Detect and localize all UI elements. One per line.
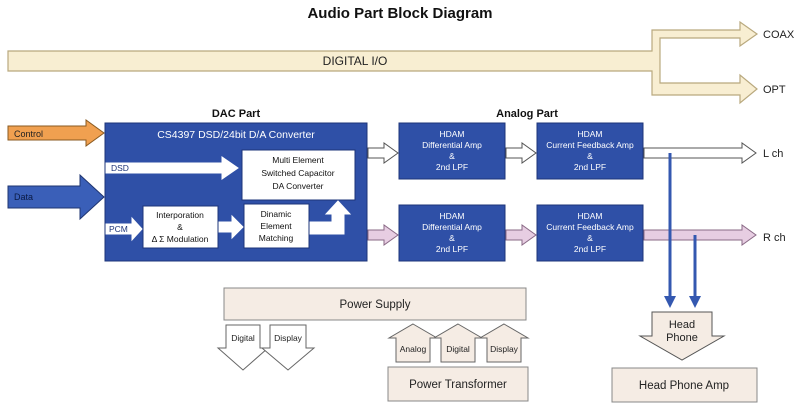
- power-supply-label: Power Supply: [340, 299, 411, 311]
- l-headphone-tap: [664, 153, 676, 308]
- r-feedback-amp-line-1: HDAM: [577, 211, 602, 221]
- r-ch-output-arrow: [643, 224, 757, 246]
- diagram-title: Audio Part Block Diagram: [307, 5, 492, 22]
- pcm-path-arrow: [105, 216, 143, 242]
- r-diff-amp-line-1: HDAM: [439, 211, 464, 221]
- r-ch-arrow-2: [505, 224, 537, 246]
- switched-cap-line-1: Multi Element: [272, 155, 324, 165]
- interp-line-1: Interporation: [156, 210, 204, 220]
- r-headphone-tap: [689, 235, 701, 308]
- transformer-display-label: Display: [490, 344, 519, 354]
- headphone-arrow: [638, 311, 726, 361]
- dsd-label: DSD: [111, 163, 129, 173]
- control-input-label: Control: [14, 129, 43, 139]
- l-feedback-amp-line-4: 2nd LPF: [574, 162, 606, 172]
- r-diff-amp-line-4: 2nd LPF: [436, 244, 468, 254]
- r-feedback-amp-line-3: &: [587, 233, 593, 243]
- pcm-label: PCM: [109, 224, 128, 234]
- supply-display-label: Display: [274, 333, 303, 343]
- element-matching-box: [243, 203, 310, 249]
- dem-to-switched-cap-arrow: [309, 200, 352, 235]
- transformer-analog-label: Analog: [400, 344, 427, 354]
- r-diff-amp-box: [398, 204, 506, 262]
- l-feedback-amp-box: [536, 122, 644, 180]
- r-ch-label: R ch: [763, 232, 786, 244]
- dem-line-3: Matching: [259, 233, 294, 243]
- digital-io-band: [7, 20, 759, 105]
- coax-output-label: COAX: [763, 29, 795, 41]
- power-transformer-box: [387, 366, 529, 402]
- switched-cap-line-2: Switched Capacitor: [261, 168, 334, 178]
- supply-digital-arrow: [216, 324, 270, 371]
- interpolation-box: [142, 205, 219, 249]
- r-feedback-amp-line-2: Current Feedback Amp: [546, 222, 634, 232]
- switched-capacitor-box: [241, 149, 356, 201]
- l-ch-arrow-1: [367, 142, 399, 164]
- r-ch-arrow-1: [367, 224, 399, 246]
- r-feedback-amp-line-4: 2nd LPF: [574, 244, 606, 254]
- headphone-arrow-line-1: Head: [669, 319, 695, 331]
- dac-chip-title: CS4397 DSD/24bit D/A Converter: [157, 129, 315, 141]
- r-feedback-amp-box: [536, 204, 644, 262]
- dem-line-2: Element: [260, 221, 292, 231]
- r-diff-amp-line-3: &: [449, 233, 455, 243]
- control-input-arrow: [7, 119, 105, 147]
- l-ch-output-arrow: [643, 142, 757, 164]
- l-diff-amp-line-1: HDAM: [439, 129, 464, 139]
- supply-display-arrow: [260, 324, 316, 371]
- l-ch-label: L ch: [763, 148, 783, 160]
- digital-io-label: DIGITAL I/O: [323, 54, 388, 68]
- dsd-path-arrow: [105, 156, 239, 180]
- dac-part-label: DAC Part: [212, 108, 261, 120]
- dem-line-1: Dinamic: [261, 209, 292, 219]
- data-input-arrow: [7, 173, 105, 221]
- data-input-label: Data: [14, 192, 33, 202]
- l-feedback-amp-line-3: &: [587, 151, 593, 161]
- l-feedback-amp-line-1: HDAM: [577, 129, 602, 139]
- interp-line-2: &: [177, 222, 183, 232]
- l-diff-amp-line-4: 2nd LPF: [436, 162, 468, 172]
- switched-cap-line-3: DA Converter: [272, 181, 323, 191]
- l-diff-amp-line-3: &: [449, 151, 455, 161]
- interp-line-3: Δ Σ Modulation: [152, 234, 209, 244]
- power-supply-box: [223, 287, 527, 321]
- r-diff-amp-line-2: Differential Amp: [422, 222, 482, 232]
- l-diff-amp-box: [398, 122, 506, 180]
- analog-part-label: Analog Part: [496, 108, 558, 120]
- l-ch-arrow-2: [505, 142, 537, 164]
- transformer-digital-arrow: [432, 323, 484, 363]
- interp-to-dem-arrow: [218, 214, 244, 240]
- headphone-arrow-line-2: Phone: [666, 332, 698, 344]
- headphone-amp-label: Head Phone Amp: [639, 380, 729, 392]
- transformer-digital-label: Digital: [446, 344, 470, 354]
- l-diff-amp-line-2: Differential Amp: [422, 140, 482, 150]
- transformer-display-arrow: [478, 323, 530, 363]
- opt-output-label: OPT: [763, 84, 786, 96]
- l-feedback-amp-line-2: Current Feedback Amp: [546, 140, 634, 150]
- supply-digital-label: Digital: [231, 333, 255, 343]
- power-transformer-label: Power Transformer: [409, 379, 507, 391]
- headphone-amp-box: [611, 367, 758, 403]
- transformer-analog-arrow: [387, 323, 439, 363]
